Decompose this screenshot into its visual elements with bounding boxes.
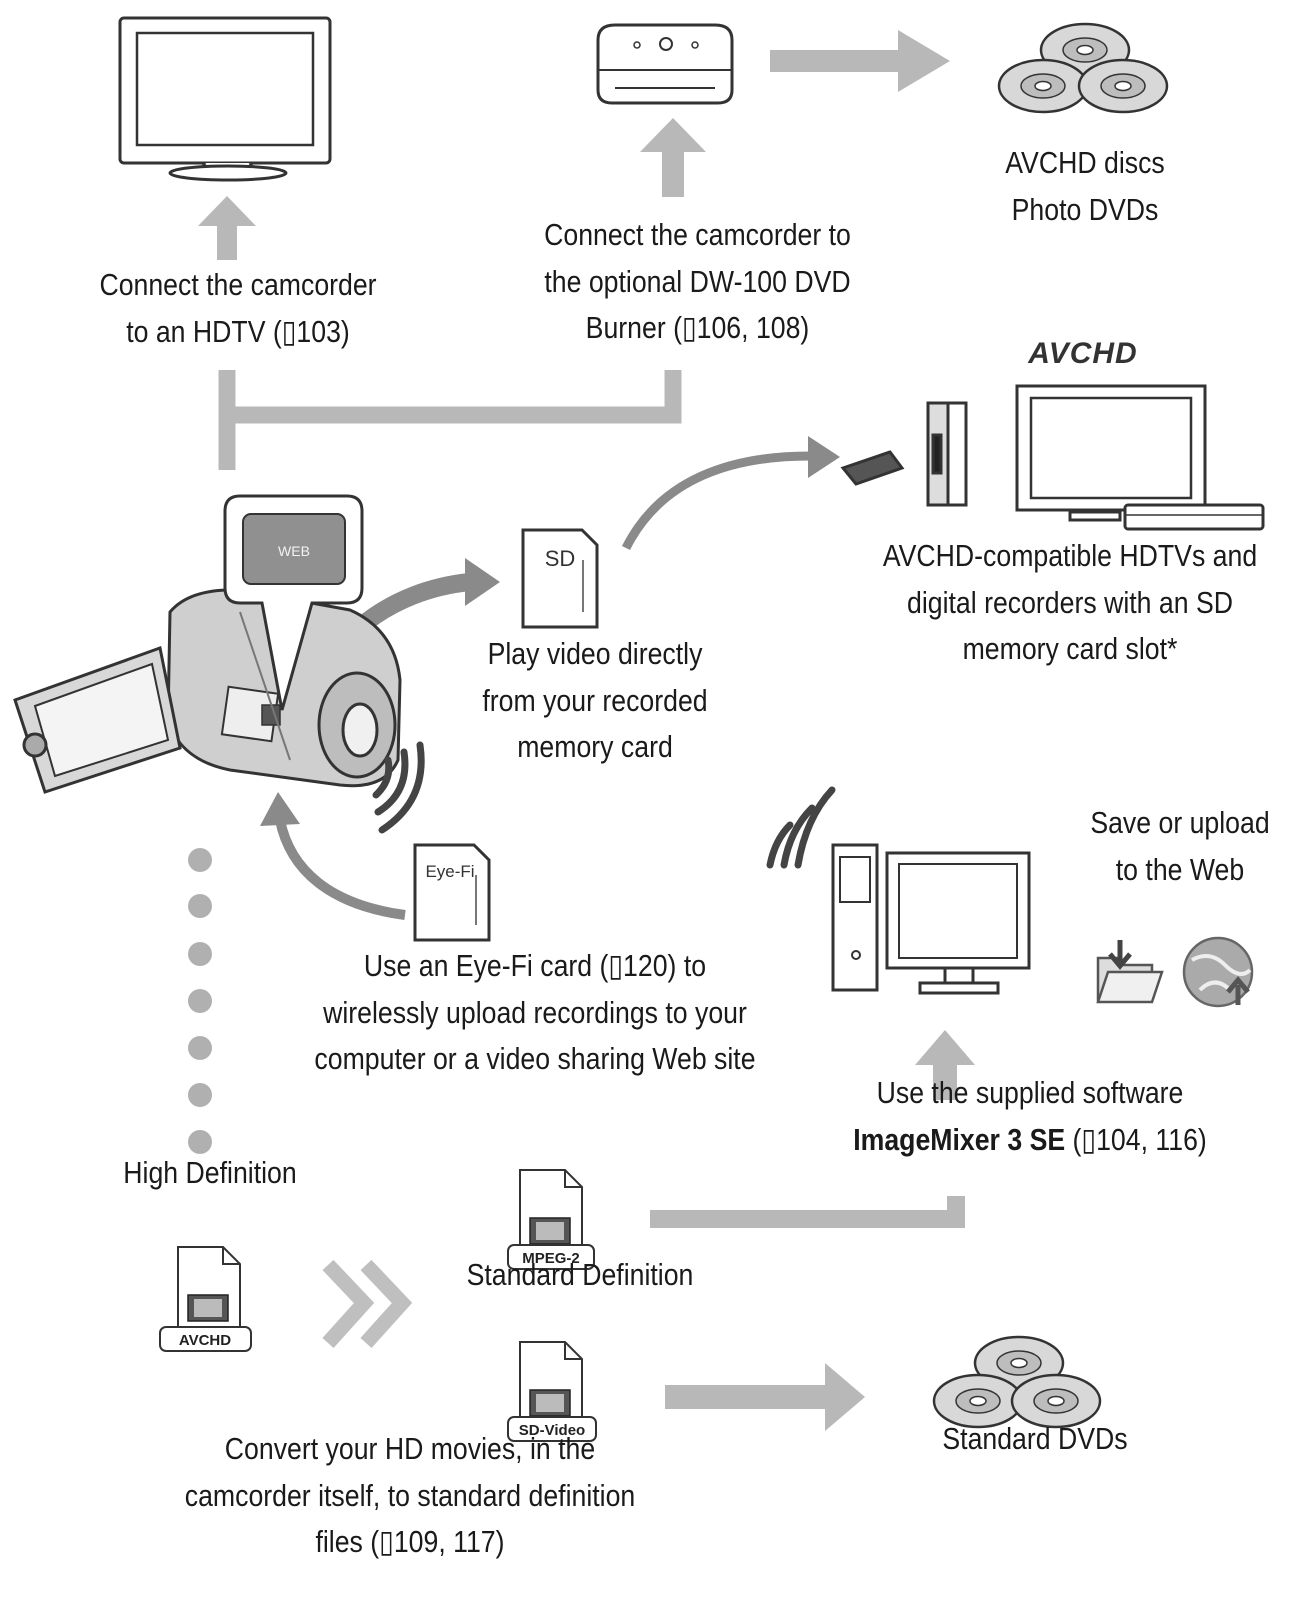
high-definition-text: High Definition <box>123 1155 297 1190</box>
up-arrow-computer <box>915 1030 975 1100</box>
software-pages: (▯104, 116) <box>1065 1121 1207 1157</box>
camcorder-icon <box>13 588 402 794</box>
eyefi-line-3: computer or a video sharing Web site <box>314 1041 756 1076</box>
avchd-file-tag: AVCHD <box>179 1332 231 1349</box>
dotted-line <box>188 848 212 1154</box>
eyefi-caption: Use an Eye-Fi card (▯120) to wirelessly … <box>294 943 776 1083</box>
sd-card-label: SD <box>545 546 576 571</box>
software-line-2: ImageMixer 3 SE (▯104, 116) <box>832 1117 1228 1164</box>
avchd-logo: AVCHD <box>1027 337 1137 370</box>
avchd-discs-caption: AVCHD discs Photo DVDs <box>982 140 1188 233</box>
computer-icon <box>831 843 1031 995</box>
eyefi-card-icon <box>413 843 491 942</box>
save-upload-caption: Save or upload to the Web <box>1077 800 1283 893</box>
avchd-discs-line-1: AVCHD discs <box>1005 145 1165 180</box>
hdtv-caption-line-1: Connect the camcorder <box>99 267 377 302</box>
computer-wireless-icon <box>766 786 836 869</box>
convert-caption: Convert your HD movies, in the camcorder… <box>152 1426 668 1566</box>
play-direct-line-1: Play video directly <box>487 636 703 671</box>
avchd-tv-line-1: AVCHD-compatible HDTVs and <box>882 538 1258 573</box>
eyefi-line-2: wirelessly upload recordings to your <box>323 994 747 1030</box>
up-arrow-hdtv <box>198 196 256 260</box>
web-bubble-label: WEB <box>278 543 310 559</box>
camcorder-wireless-icon <box>372 741 425 834</box>
hdtv-caption-line-2: to an HDTV (▯103) <box>126 313 350 349</box>
sd-card-slot-recorder-icon <box>840 401 968 507</box>
software-connector <box>650 1196 965 1228</box>
standard-definition-text: Standard Definition <box>466 1257 694 1292</box>
standard-definition-label: Standard Definition <box>447 1252 714 1299</box>
dvd-burner-caption-line-2: the optional DW-100 DVD <box>544 263 851 299</box>
eyefi-line-1: Use an Eye-Fi card (▯120) to <box>363 948 707 983</box>
dvd-burner-icon <box>596 23 734 105</box>
avchd-tv-line-2: digital recorders with an SD <box>907 584 1233 620</box>
software-line-1: Use the supplied software <box>876 1075 1184 1110</box>
sdvideo-file-tag: SD-Video <box>519 1422 585 1439</box>
avchd-discs-line-2: Photo DVDs <box>1011 191 1159 227</box>
avchd-hdtv-icon <box>1015 384 1265 531</box>
avchd-tv-caption: AVCHD-compatible HDTVs and digital recor… <box>877 533 1264 673</box>
convert-line-2: camcorder itself, to standard definition <box>184 1477 636 1513</box>
save-upload-line-2: to the Web <box>1115 851 1245 887</box>
globe-upload-icon <box>1182 936 1254 1008</box>
software-name: ImageMixer 3 SE <box>853 1121 1066 1157</box>
right-arrow-standard-dvds <box>665 1363 865 1431</box>
hdtv-dvd-connector <box>218 370 682 470</box>
play-direct-line-3: memory card <box>517 729 673 764</box>
web-speech-bubble <box>223 494 364 711</box>
eyefi-card-label: Eye-Fi <box>425 862 474 881</box>
save-upload-line-1: Save or upload <box>1090 805 1270 840</box>
hdtv-caption: Connect the camcorder to an HDTV (▯103) <box>57 262 418 355</box>
standard-dvds-text: Standard DVDs <box>942 1421 1128 1456</box>
double-chevron-icon <box>322 1259 413 1349</box>
sd-card-icon <box>521 528 599 629</box>
standard-dvds-label: Standard DVDs <box>932 1416 1138 1463</box>
hdtv-icon <box>118 16 332 182</box>
curved-arrow-eyefi <box>260 792 406 920</box>
up-arrow-dvd-burner <box>640 118 706 197</box>
mpeg2-file-tag: MPEG-2 <box>522 1250 580 1267</box>
software-caption: Use the supplied software ImageMixer 3 S… <box>832 1070 1228 1163</box>
folder-download-icon <box>1096 940 1164 1004</box>
high-definition-label: High Definition <box>103 1150 318 1197</box>
convert-line-1: Convert your HD movies, in the <box>224 1431 596 1466</box>
convert-line-3: files (▯109, 117) <box>315 1524 505 1559</box>
right-arrow-discs <box>770 30 950 92</box>
dvd-burner-caption-line-3: Burner (▯106, 108) <box>585 310 810 345</box>
curved-arrow-to-recorder <box>621 436 840 551</box>
dvd-burner-caption: Connect the camcorder to the optional DW… <box>502 212 893 352</box>
file-tag-shapes <box>159 1244 597 1442</box>
play-direct-caption: Play video directly from your recorded m… <box>462 631 729 771</box>
play-direct-line-2: from your recorded <box>482 682 708 718</box>
dvd-burner-caption-line-1: Connect the camcorder to <box>544 217 851 252</box>
avchd-tv-line-3: memory card slot* <box>962 631 1178 666</box>
